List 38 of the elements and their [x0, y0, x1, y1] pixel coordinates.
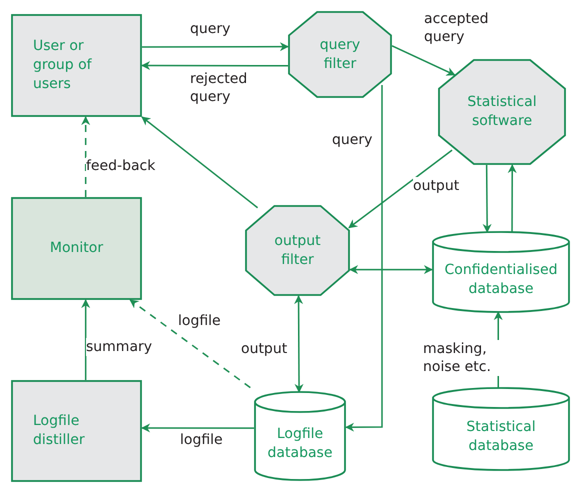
dashed-arrow — [129, 299, 251, 388]
process-box — [11, 197, 142, 300]
arrow — [349, 265, 433, 274]
edge-label: masking, noise etc. — [423, 340, 499, 376]
node-label: Statistical software — [466, 93, 538, 131]
edge-label: summary — [86, 338, 152, 356]
process-box — [11, 380, 142, 482]
arrow — [142, 42, 289, 52]
database-cylinder — [432, 388, 570, 470]
edge-label: logfile — [178, 312, 221, 330]
octagon-node — [438, 59, 566, 165]
edge-label: output — [413, 177, 460, 196]
octagon-node — [245, 205, 350, 296]
arrow — [141, 61, 288, 70]
database-cylinder — [254, 392, 346, 480]
arrow — [141, 423, 254, 432]
arrow — [482, 165, 492, 233]
node-label: Confidentialised database — [444, 261, 558, 299]
arrow — [392, 45, 456, 76]
arrow — [141, 116, 258, 208]
edge-label: logfile — [180, 431, 223, 450]
node-label: Logfile database — [266, 425, 334, 463]
node-label: query filter — [318, 36, 362, 74]
node-label: User or group of users — [33, 37, 93, 94]
database-cylinder — [432, 232, 570, 312]
node-label: Monitor — [48, 239, 104, 258]
octagon-node — [288, 11, 392, 98]
node-label: output filter — [273, 232, 322, 270]
dashed-arrow — [81, 116, 90, 197]
node-label: Statistical database — [465, 418, 537, 456]
arrow — [345, 84, 383, 432]
arrow — [508, 164, 517, 232]
node-label: Logfile distiller — [33, 412, 86, 450]
process-box — [11, 14, 142, 117]
arrow — [348, 150, 453, 228]
arrow — [81, 299, 90, 380]
arrow — [294, 295, 304, 393]
edge-label: output — [241, 340, 288, 358]
